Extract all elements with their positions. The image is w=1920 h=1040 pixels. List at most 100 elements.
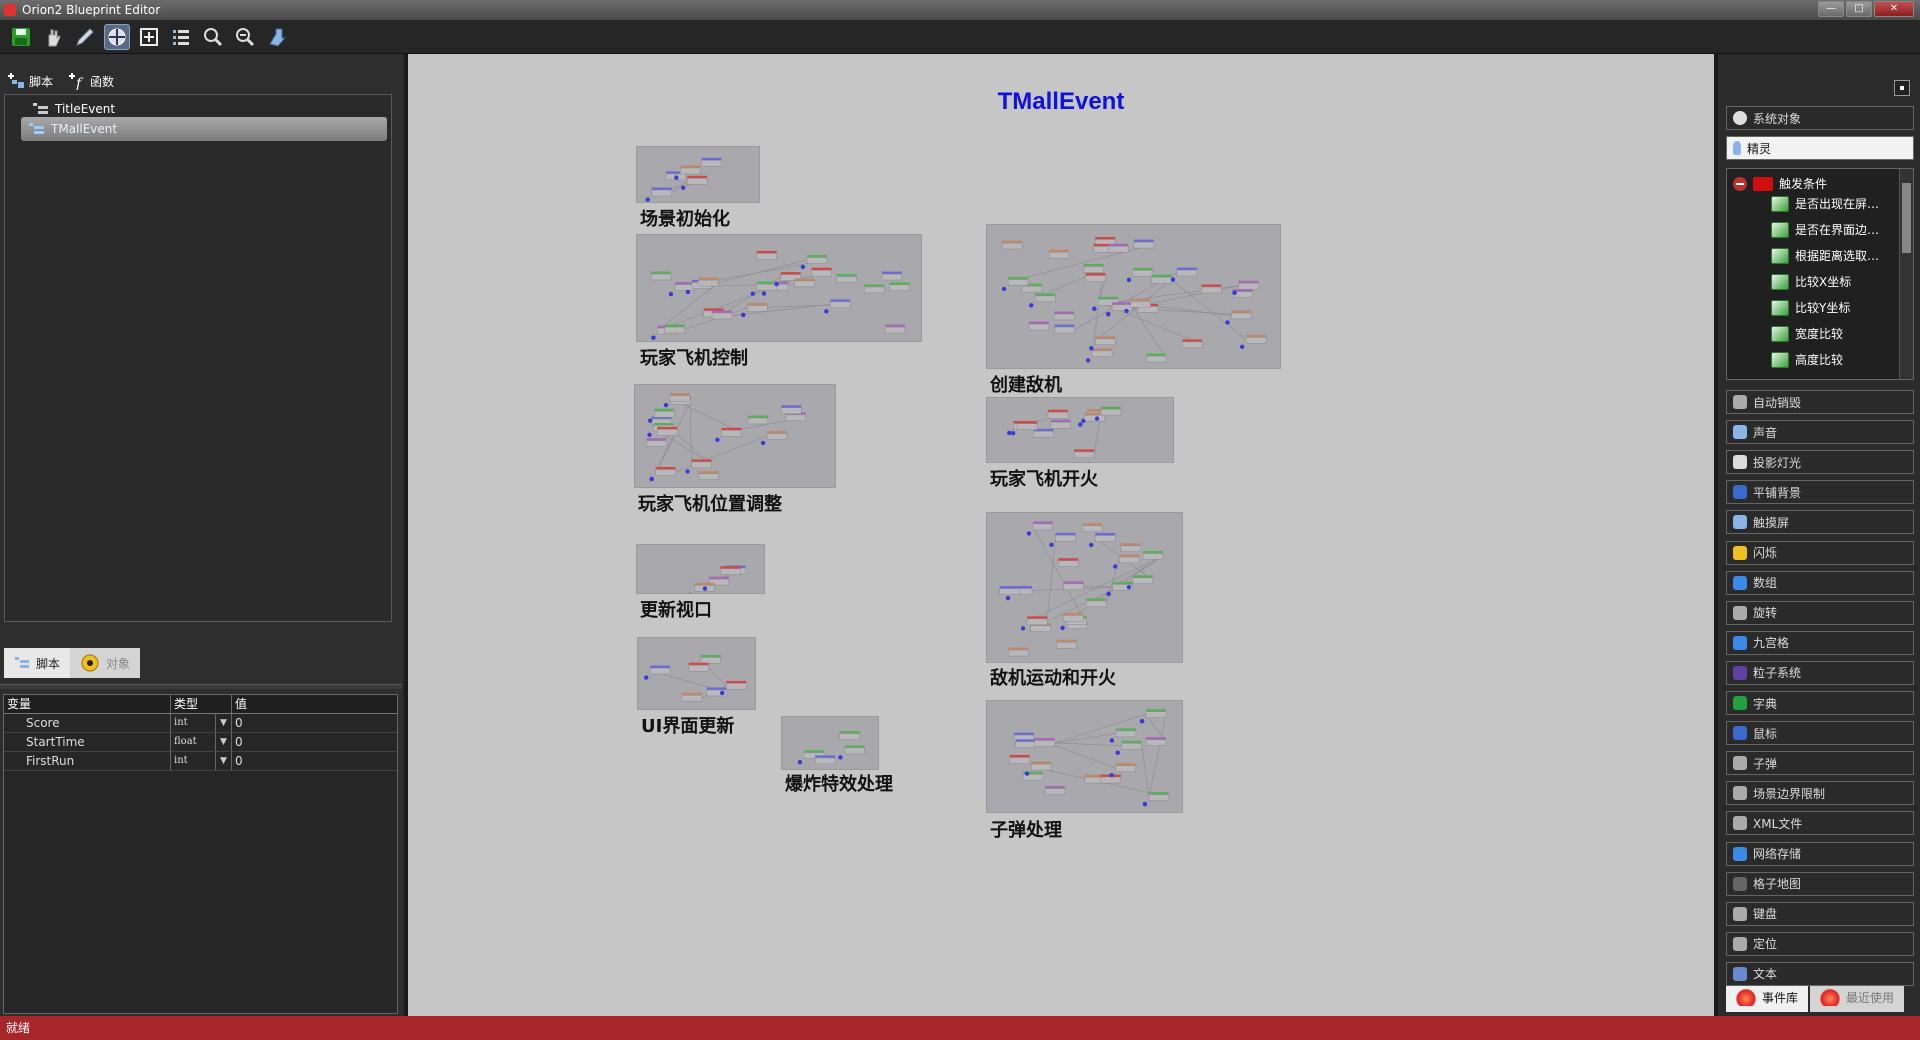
category-sprite[interactable]: 精灵: [1726, 136, 1914, 160]
condition-item[interactable]: 根据距离选取…: [1771, 247, 1879, 264]
var-type: int: [174, 717, 188, 728]
zoom-out-button[interactable]: [232, 24, 258, 50]
tab-recent[interactable]: 最近使用: [1810, 982, 1905, 1012]
tree-item-tmall-event[interactable]: TMallEvent: [21, 117, 387, 141]
group-thumbnail[interactable]: [986, 224, 1281, 369]
category-item[interactable]: 旋转: [1726, 600, 1914, 625]
category-item[interactable]: 触摸屏: [1726, 510, 1914, 535]
node-body: [884, 326, 906, 334]
node-link: [1026, 555, 1164, 622]
var-type-select[interactable]: int ▼: [171, 714, 232, 732]
var-name[interactable]: Score: [4, 714, 171, 732]
category-item[interactable]: 自动销毁: [1726, 390, 1914, 414]
chevron-down-icon[interactable]: ▼: [215, 733, 231, 751]
var-name[interactable]: StartTime: [4, 733, 171, 751]
condition-folder[interactable]: 触发条件: [1733, 175, 1827, 192]
condition-item[interactable]: 高度比较: [1771, 351, 1843, 368]
category-system-object[interactable]: 系统对象: [1726, 106, 1914, 130]
condition-item[interactable]: 比较X坐标: [1771, 273, 1851, 290]
node-pin: [1115, 750, 1120, 755]
group-label: 玩家飞机控制: [640, 348, 748, 369]
category-item[interactable]: 定位: [1726, 931, 1914, 956]
pin-icon[interactable]: [1894, 80, 1910, 96]
minimize-button[interactable]: —: [1818, 1, 1844, 17]
node-pin: [668, 291, 674, 297]
category-item[interactable]: XML文件: [1726, 811, 1914, 836]
tab-object[interactable]: 对象: [70, 648, 141, 678]
node-body: [1118, 556, 1140, 564]
collapse-icon[interactable]: [1733, 176, 1747, 191]
zoom-in-button[interactable]: [200, 24, 226, 50]
var-type-select[interactable]: float▼: [171, 733, 232, 751]
category-item[interactable]: 网络存储: [1726, 841, 1914, 866]
chevron-down-icon[interactable]: ▼: [215, 752, 231, 770]
group-thumbnail[interactable]: [634, 384, 836, 488]
condition-scrollbar[interactable]: [1899, 169, 1913, 379]
node-pin: [1106, 311, 1111, 317]
group-thumbnail[interactable]: [986, 700, 1183, 813]
chevron-down-icon[interactable]: ▼: [215, 714, 231, 732]
add-node-button[interactable]: [136, 24, 162, 50]
table-row[interactable]: FirstRun int▼ 0: [4, 752, 397, 771]
scrollbar-thumb[interactable]: [1902, 183, 1911, 253]
export-button[interactable]: [264, 24, 290, 50]
pen-tool-button[interactable]: [72, 24, 98, 50]
condition-item[interactable]: 是否出现在屏…: [1771, 195, 1879, 212]
tree-item-label: TitleEvent: [55, 102, 116, 116]
category-item[interactable]: 键盘: [1726, 901, 1914, 926]
group-thumbnail[interactable]: [781, 716, 879, 770]
category-item[interactable]: 平铺背景: [1726, 480, 1914, 505]
list-button[interactable]: [168, 24, 194, 50]
group-thumbnail[interactable]: [636, 234, 922, 342]
node-header: [651, 416, 672, 419]
tree-item-label: TMallEvent: [51, 122, 118, 136]
group-thumbnail[interactable]: [637, 637, 756, 710]
group-thumbnail[interactable]: [986, 512, 1183, 663]
category-item[interactable]: 场景边界限制: [1726, 781, 1914, 806]
category-item[interactable]: 闪烁: [1726, 540, 1914, 565]
table-row[interactable]: StartTime float▼ 0: [4, 733, 397, 752]
category-item[interactable]: 子弹: [1726, 751, 1914, 776]
node-header: [781, 405, 802, 408]
tree-item-title-event[interactable]: TitleEvent: [25, 97, 115, 121]
var-value[interactable]: 0: [235, 716, 243, 730]
condition-item[interactable]: 是否在界面边…: [1771, 221, 1879, 238]
node-body: [766, 433, 788, 440]
condition-item[interactable]: 宽度比较: [1771, 325, 1843, 342]
category-item[interactable]: 文本: [1726, 961, 1914, 986]
var-value[interactable]: 0: [235, 735, 243, 749]
node-link: [1091, 268, 1104, 354]
category-label: 自动销毁: [1753, 395, 1802, 410]
category-item[interactable]: 粒子系统: [1726, 660, 1914, 685]
add-function-button[interactable]: f 函数: [67, 72, 122, 90]
category-item[interactable]: 九宫格: [1726, 630, 1914, 655]
group-thumbnail[interactable]: [636, 544, 765, 594]
group-thumbnail[interactable]: [636, 146, 760, 203]
var-type-select[interactable]: int▼: [171, 752, 232, 770]
table-row[interactable]: Score int ▼ 0: [4, 714, 397, 733]
blueprint-canvas[interactable]: TMallEvent 场景初始化 玩家飞机控制 玩家飞机位置调整 更新视口 UI…: [404, 54, 1718, 1016]
var-name[interactable]: FirstRun: [4, 752, 171, 770]
close-button[interactable]: ✕: [1874, 1, 1914, 17]
add-script-button[interactable]: 脚本: [6, 72, 61, 90]
condition-item[interactable]: 比较Y坐标: [1771, 299, 1850, 316]
move-icon: [108, 28, 126, 45]
category-item[interactable]: 投影灯光: [1726, 450, 1914, 475]
category-item[interactable]: 数组: [1726, 570, 1914, 595]
maximize-button[interactable]: □: [1846, 1, 1872, 17]
app-icon: [4, 4, 16, 16]
category-item[interactable]: 格子地图: [1726, 871, 1914, 896]
tab-event-library[interactable]: 事件库: [1726, 982, 1809, 1012]
save-button[interactable]: [8, 24, 34, 50]
panel-splitter[interactable]: [0, 684, 402, 689]
group-thumbnail[interactable]: [986, 397, 1174, 463]
node-pin: [800, 264, 806, 270]
category-item[interactable]: 声音: [1726, 420, 1914, 445]
node-header: [1054, 311, 1075, 314]
hand-tool-button[interactable]: [40, 24, 66, 50]
category-item[interactable]: 鼠标: [1726, 721, 1914, 746]
select-tool-button[interactable]: [104, 23, 130, 50]
var-value[interactable]: 0: [235, 754, 243, 768]
tab-script[interactable]: 脚本: [4, 648, 71, 678]
category-item[interactable]: 字典: [1726, 691, 1914, 715]
